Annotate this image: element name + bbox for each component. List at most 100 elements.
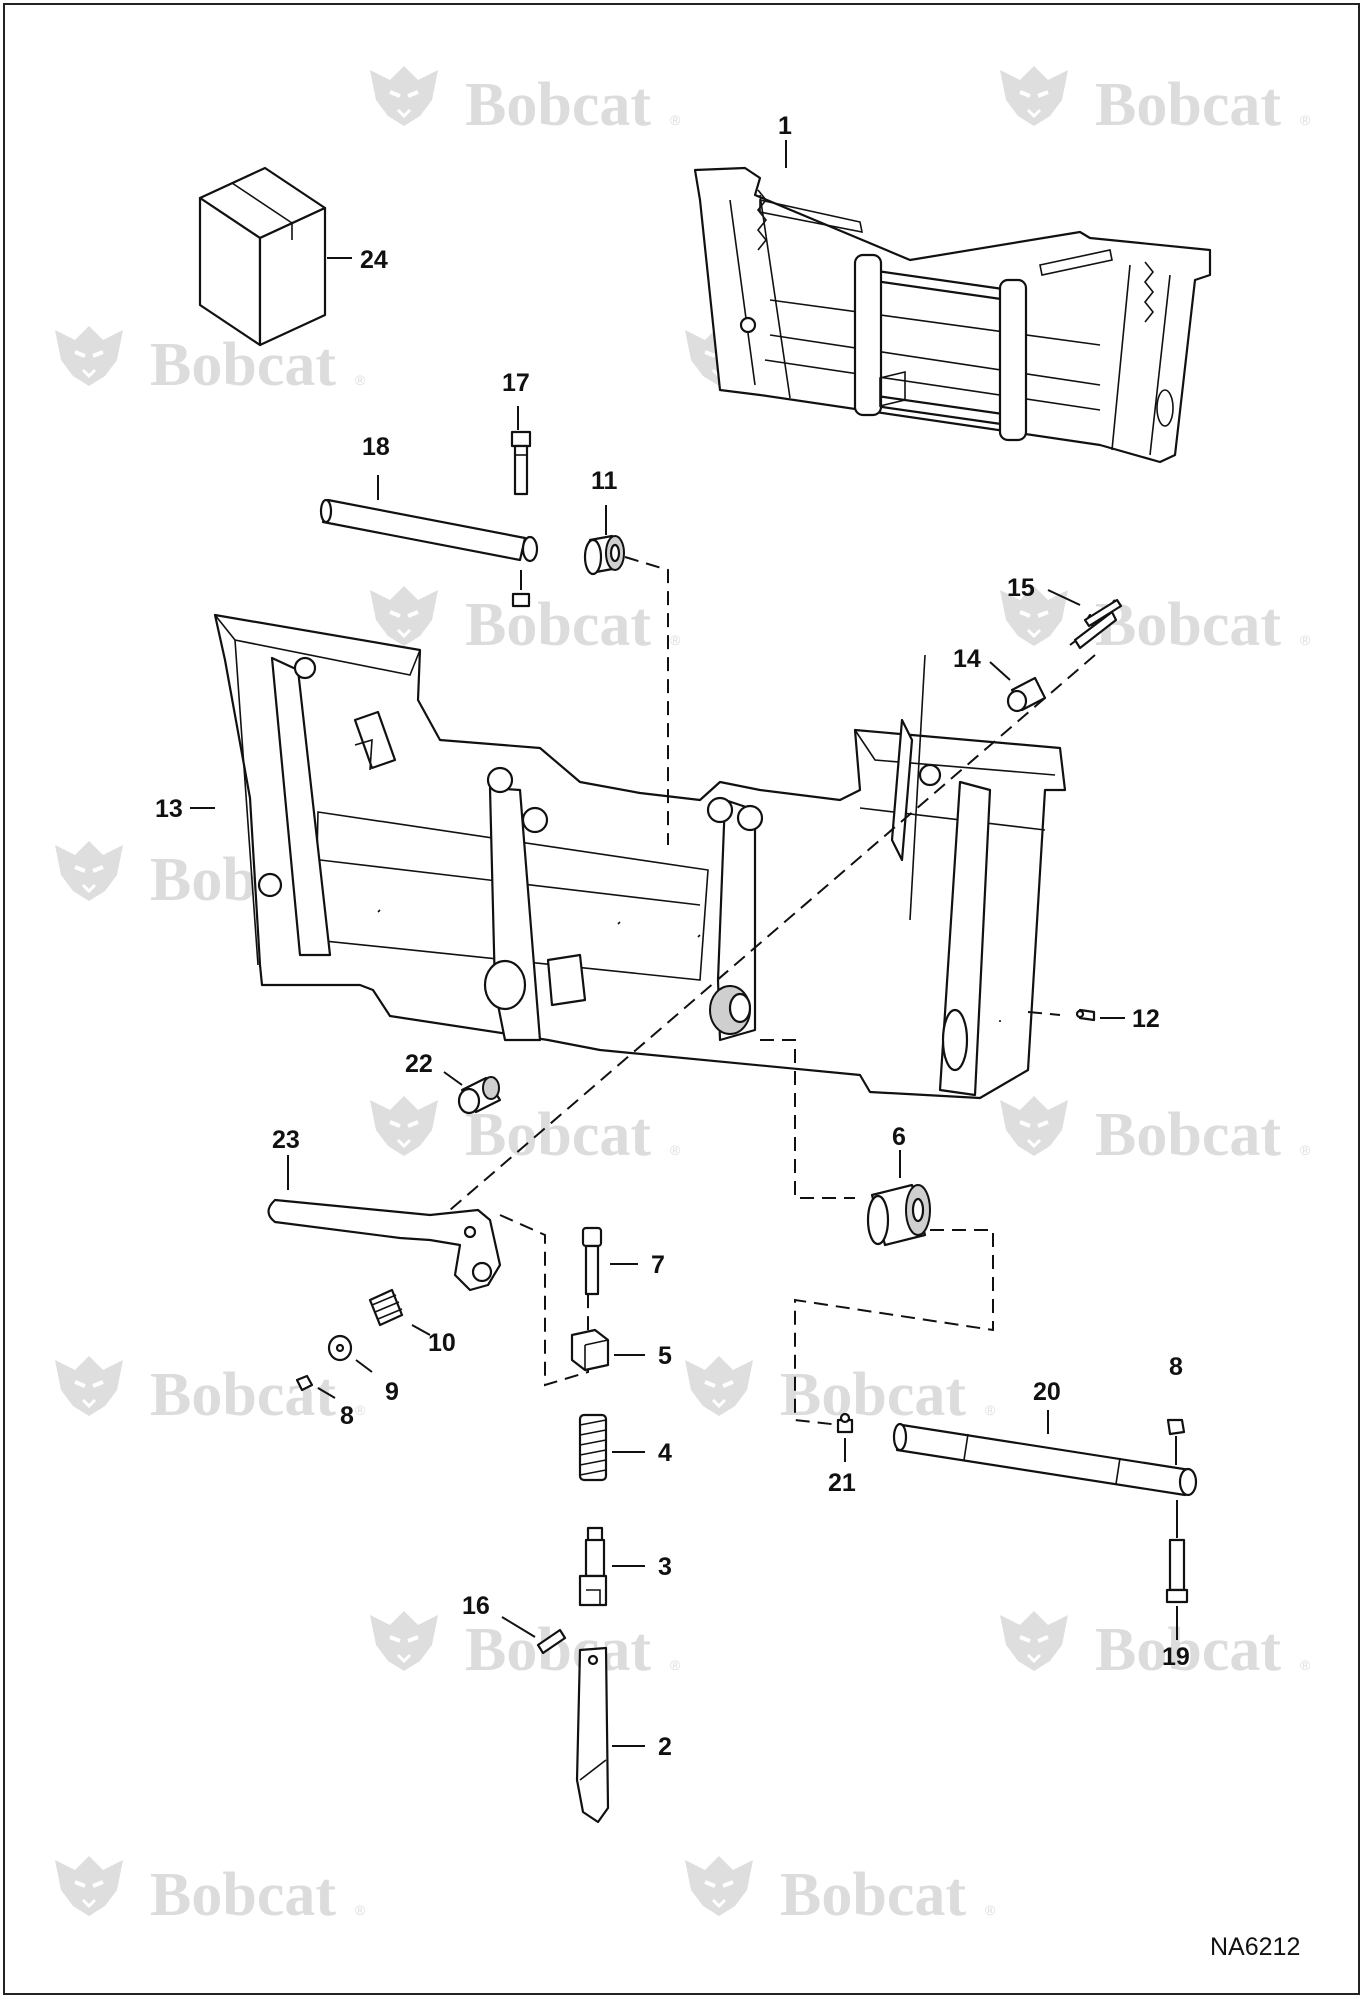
part-8-nut-right [1166, 1418, 1186, 1436]
callout-20: 20 [1033, 1378, 1061, 1406]
callout-22: 22 [405, 1050, 433, 1078]
part-15-bolt [1073, 598, 1123, 650]
bobcat-head-icon [53, 1354, 125, 1418]
drawing-id: NA6212 [1210, 1933, 1300, 1961]
watermark-reg: ® [1300, 1657, 1311, 1673]
part-20-pin [892, 1422, 1198, 1497]
callout-1: 1 [778, 112, 792, 140]
callout-4: 4 [658, 1439, 672, 1467]
bobcat-head-icon [368, 64, 440, 128]
watermark-reg: ® [355, 1902, 366, 1918]
watermark-text: Bobcat [465, 71, 651, 139]
watermark-text: Bobcat [1095, 591, 1281, 659]
callout-14: 14 [953, 645, 981, 673]
callout-24: 24 [360, 246, 388, 274]
part-17-nut [511, 592, 531, 608]
callout-18: 18 [362, 433, 390, 461]
watermark: Bobcat ® [998, 64, 1311, 139]
bobcat-head-icon [53, 1854, 125, 1918]
watermark-text: Bobcat [150, 1361, 336, 1429]
part-8-nut [295, 1374, 314, 1392]
leader-lines [190, 140, 1178, 1747]
callout-6: 6 [892, 1123, 906, 1151]
part-3-plunger [578, 1526, 608, 1607]
bobcat-head-icon [368, 1094, 440, 1158]
watermark-text: Bobcat [1095, 71, 1281, 139]
watermark: Bobcat ® [998, 1609, 1311, 1684]
watermark: Bobcat ® [998, 584, 1311, 659]
watermark-reg: ® [985, 1902, 996, 1918]
part-5-block [570, 1328, 610, 1372]
part-11-bushing [583, 534, 625, 576]
callout-21: 21 [828, 1469, 856, 1497]
watermark-text: Bobcat [465, 591, 651, 659]
part-21-fitting [836, 1412, 854, 1434]
watermark: Bobcat ® [368, 584, 681, 659]
watermark-reg: ® [670, 112, 681, 128]
watermark-reg: ® [1300, 112, 1311, 128]
part-13-coupler-frame [213, 613, 1067, 1100]
watermark: Bobcat ® [53, 1854, 366, 1929]
callout-17: 17 [502, 369, 530, 397]
part-6-bushing [866, 1183, 931, 1247]
bobcat-head-icon [998, 64, 1070, 128]
watermark-text: Bobcat [150, 1861, 336, 1929]
bobcat-head-icon [683, 1854, 755, 1918]
callout-12: 12 [1132, 1005, 1160, 1033]
bobcat-head-icon [53, 324, 125, 388]
callout-19: 19 [1162, 1643, 1190, 1671]
callout-10: 10 [428, 1329, 456, 1357]
callout-3: 3 [658, 1553, 672, 1581]
watermark-reg: ® [670, 1142, 681, 1158]
bobcat-head-icon [998, 1609, 1070, 1673]
part-7-bolt [581, 1226, 603, 1296]
bobcat-head-icon [368, 1609, 440, 1673]
part-1-coupler-assembly [693, 166, 1212, 464]
callout-23: 23 [272, 1126, 300, 1154]
part-12-fitting [1075, 1008, 1096, 1022]
part-23-handle [267, 1198, 502, 1292]
watermark-text: Bobcat [780, 1861, 966, 1929]
watermark-reg: ® [1300, 632, 1311, 648]
callout-16: 16 [462, 1592, 490, 1620]
part-14-bushing [1006, 676, 1047, 713]
callout-11: 11 [591, 467, 618, 495]
watermark-reg: ® [670, 1657, 681, 1673]
watermark: Bobcat ® [683, 1854, 996, 1929]
part-24-box [198, 166, 327, 347]
watermark: Bobcat ® [998, 1094, 1311, 1169]
watermark-reg: ® [670, 632, 681, 648]
part-16-pin [536, 1628, 567, 1655]
watermark-reg: ® [1300, 1142, 1311, 1158]
diagram-frame [3, 3, 1360, 1995]
part-19-bolt [1165, 1538, 1189, 1604]
watermark: Bobcat ® [53, 324, 366, 399]
watermark-text: Bobcat [1095, 1101, 1281, 1169]
part-4-spring [578, 1413, 608, 1482]
callout-5: 5 [658, 1342, 672, 1370]
watermark: Bobcat ® [368, 1094, 681, 1169]
bobcat-head-icon [683, 1354, 755, 1418]
callouts: 1 2 3 4 5 6 7 8 8 9 10 11 12 13 14 15 16… [155, 112, 1190, 1761]
bobcat-head-icon [368, 584, 440, 648]
watermark-reg: ® [355, 372, 366, 388]
watermark-reg: ® [355, 1402, 366, 1418]
part-10-spring [368, 1288, 404, 1327]
watermark: Bobcat ® [683, 1354, 996, 1429]
watermark-text: Bobcat [465, 1616, 651, 1684]
watermark: Bobcat ® [368, 64, 681, 139]
watermark-reg: ® [985, 1402, 996, 1418]
callout-15: 15 [1007, 574, 1035, 602]
callout-9: 9 [385, 1378, 399, 1406]
watermark-text: Bobcat [1095, 1616, 1281, 1684]
watermark-text: Bobcat [465, 1101, 651, 1169]
watermark: Bobcat ® [53, 1354, 366, 1429]
callout-2: 2 [658, 1733, 672, 1761]
part-22-bushing [457, 1076, 502, 1115]
callout-13: 13 [155, 795, 183, 823]
bobcat-head-icon [53, 839, 125, 903]
part-2-wedge [575, 1646, 610, 1824]
watermark: Bobcat ® [368, 1609, 681, 1684]
callout-8-left: 8 [340, 1402, 354, 1430]
